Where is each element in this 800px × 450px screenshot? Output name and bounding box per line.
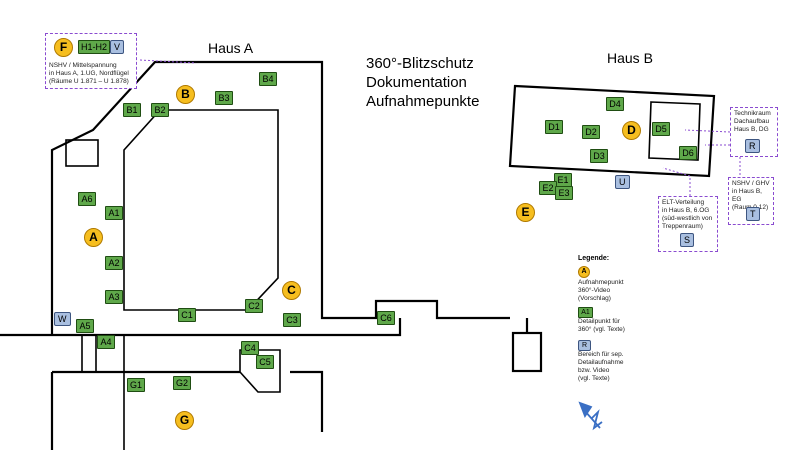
- haus-g-inner: [123, 349, 281, 450]
- aufnahmepunkt-c[interactable]: C: [282, 281, 301, 300]
- detailpunkt-d2[interactable]: D2: [582, 125, 600, 139]
- aufnahmepunkt-e[interactable]: E: [516, 203, 535, 222]
- bereich-t[interactable]: T: [746, 207, 760, 221]
- haus-b-technikraum: [648, 101, 701, 161]
- detailpunkt-c2[interactable]: C2: [245, 299, 263, 313]
- detailpunkt-c4[interactable]: C4: [241, 341, 259, 355]
- detailpunkt-b4[interactable]: B4: [259, 72, 277, 86]
- legend-text-detailpunkt: Detailpunkt für 360° (vgl. Texte): [578, 318, 625, 334]
- note-line: (süd-westlich von: [662, 215, 713, 222]
- legend-text-bereich: Bereich für sep. Detailaufnahme bzw. Vid…: [578, 351, 624, 383]
- detailpunkt-g2[interactable]: G2: [173, 376, 192, 390]
- detailpunkt-c1[interactable]: C1: [178, 308, 196, 322]
- detailpunkt-g1[interactable]: G1: [127, 378, 146, 392]
- haus-a-small-room: [65, 139, 99, 167]
- detailpunkt-a1[interactable]: A1: [105, 206, 123, 220]
- leader-technik: [684, 129, 731, 133]
- note-line: NSHV / GHV: [732, 180, 770, 187]
- detailpunkt-c3[interactable]: C3: [283, 313, 301, 327]
- legend-line: (Vorschlag): [578, 295, 611, 302]
- detailpunkt-d3[interactable]: D3: [590, 149, 608, 163]
- aufnahmepunkt-g[interactable]: G: [175, 411, 194, 430]
- diagram-title-line3: Aufnahmepunkte: [366, 93, 480, 110]
- detailpunkt-a2[interactable]: A2: [105, 256, 123, 270]
- legend-line: 360°-Video: [578, 287, 611, 294]
- haus-g-outline: [50, 370, 324, 450]
- corridor-walls: [81, 335, 125, 372]
- legend-symbol-bereich: R: [578, 340, 592, 351]
- legend-line: bzw. Video: [578, 367, 610, 374]
- note-line: in Haus A, 1.UG, Nordflügel: [49, 70, 129, 77]
- detailpunkt-c6[interactable]: C6: [377, 311, 395, 325]
- detailpunkt-a4[interactable]: A4: [97, 335, 115, 349]
- legend-line: Aufnahmepunkt: [578, 279, 624, 286]
- detailpunkt-e3[interactable]: E3: [555, 186, 573, 200]
- detailpunkt-a6[interactable]: A6: [78, 192, 96, 206]
- note-line: Dachaufbau: [734, 118, 770, 125]
- detailpunkt-d1[interactable]: D1: [545, 120, 563, 134]
- note-line: in Haus B, EG: [732, 188, 762, 203]
- note-line: NSHV / Mittelspannung: [49, 62, 117, 69]
- leader-f: [139, 59, 197, 64]
- bereich-u[interactable]: U: [615, 175, 630, 189]
- detailpunkt-d6[interactable]: D6: [679, 146, 697, 160]
- diagram-title-line2: Dokumentation: [366, 74, 467, 91]
- legend-line: Detailpunkt für: [578, 318, 620, 325]
- aufnahmepunkt-f[interactable]: F: [54, 38, 73, 57]
- legend-symbol-detailpunkt: A1: [578, 307, 593, 318]
- note-line: ELT-Verteilung: [662, 199, 705, 206]
- legend-line: (vgl. Texte): [578, 375, 610, 382]
- legend-heading: Legende:: [578, 255, 610, 262]
- north-arrow-icon: [578, 401, 603, 431]
- bereich-r[interactable]: R: [745, 139, 760, 153]
- legend-line: 360° (vgl. Texte): [578, 326, 625, 333]
- detailpunkt-c5[interactable]: C5: [256, 355, 274, 369]
- note-line: in Haus B, 6.OG: [662, 207, 710, 214]
- building-label-haus-b: Haus B: [607, 50, 653, 66]
- detailpunkt-d4[interactable]: D4: [606, 97, 624, 111]
- haus-b-outline: [508, 84, 716, 178]
- note-line: Technikraum: [734, 110, 771, 117]
- detailpunkt-b3[interactable]: B3: [215, 91, 233, 105]
- diagram-title-line1: 360°-Blitzschutz: [366, 55, 474, 72]
- detailpunkt-h1-h2[interactable]: H1-H2: [78, 40, 111, 54]
- aufnahmepunkt-b[interactable]: B: [176, 85, 195, 104]
- detailpunkt-a3[interactable]: A3: [105, 290, 123, 304]
- note-line: Haus B, DG: [734, 126, 769, 133]
- corridor-south: [0, 318, 402, 337]
- detailpunkt-b1[interactable]: B1: [123, 103, 141, 117]
- haus-a-outline: [50, 60, 510, 335]
- haus-a-courtyard: [123, 109, 279, 311]
- legend-line: Detailaufnahme: [578, 359, 624, 366]
- building-label-haus-a: Haus A: [208, 40, 254, 56]
- leader-elt: [662, 167, 691, 196]
- legend-line: Bereich für sep.: [578, 351, 624, 358]
- aufnahmepunkt-d[interactable]: D: [622, 121, 641, 140]
- legend-symbol-aufnahmepunkt: A: [578, 266, 590, 278]
- note-line: (Räume U 1.871 – U 1.878): [49, 78, 129, 85]
- note-line: Treppenraum): [662, 223, 703, 230]
- legend-text-aufnahmepunkt: Aufnahmepunkt 360°-Video (Vorschlag): [578, 279, 624, 303]
- aufnahmepunkt-a[interactable]: A: [84, 228, 103, 247]
- connector-box: [511, 331, 543, 373]
- detailpunkt-a5[interactable]: A5: [76, 319, 94, 333]
- detailpunkt-d5[interactable]: D5: [652, 122, 670, 136]
- detailpunkt-b2[interactable]: B2: [151, 103, 169, 117]
- bereich-s[interactable]: S: [680, 233, 695, 247]
- bereich-w[interactable]: W: [54, 312, 71, 326]
- bereich-v[interactable]: V: [110, 40, 125, 54]
